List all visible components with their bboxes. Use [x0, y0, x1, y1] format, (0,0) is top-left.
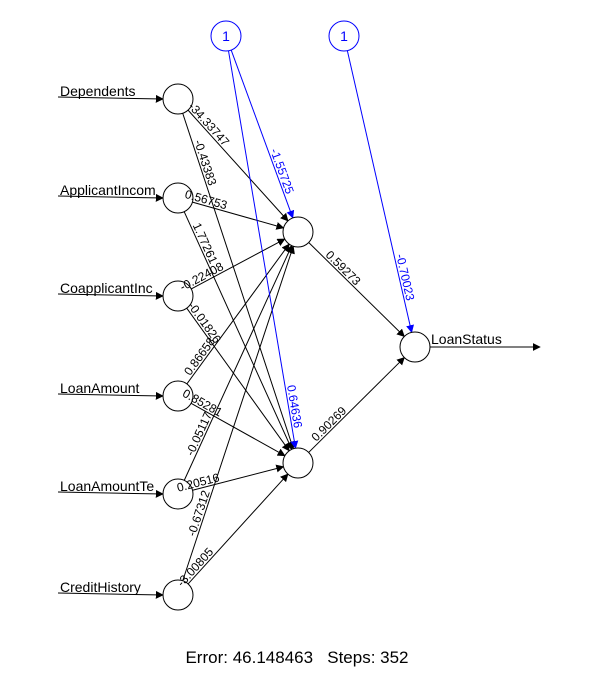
edge-input-hidden1: [183, 244, 293, 481]
input-label: CoapplicantInc: [60, 280, 153, 296]
input-arrow-1: [57, 193, 164, 202]
weight-label: -0.43383: [191, 138, 219, 188]
edge-hidden2-output: [308, 356, 405, 453]
input-label: ApplicantIncom: [60, 182, 156, 198]
edge-input-hidden1: [187, 109, 289, 222]
bias-weight-label: -1.55725: [267, 146, 297, 196]
output-label: LoanStatus: [431, 331, 502, 347]
bias-node-label: 1: [340, 28, 348, 44]
edge-input-hidden1: [192, 201, 285, 230]
output-node: [399, 331, 431, 363]
edge-input-hidden2: [187, 473, 289, 585]
weight-label: 1.77261: [190, 221, 221, 267]
weight-label: 0.59273: [323, 248, 364, 289]
input-arrow-3: [57, 391, 164, 400]
bias-weight-label: -0.70023: [393, 253, 417, 303]
edge-input-hidden1: [190, 238, 286, 290]
bias-node: [210, 20, 242, 52]
edge-hidden1-output: [308, 242, 405, 338]
edge-input-hidden2: [186, 307, 290, 452]
hidden-node: [282, 447, 314, 479]
edge-input-hidden2: [190, 402, 286, 457]
input-node: [162, 579, 194, 611]
input-label: LoanAmount: [60, 380, 140, 396]
bias-node-label: 1: [222, 28, 230, 44]
input-node: [162, 280, 194, 312]
input-arrow-2: [57, 291, 164, 300]
input-arrow-4: [57, 489, 164, 498]
edge-bias-output: [346, 50, 414, 334]
input-label: CreditHistory: [60, 579, 141, 595]
input-arrow-0: [57, 94, 164, 103]
training-summary: Error: 46.148463 Steps: 352: [0, 648, 594, 668]
edge-input-hidden2: [182, 113, 295, 450]
bias-node: [328, 20, 360, 52]
weight-label: -3.00805: [174, 545, 216, 590]
hidden-node: [282, 216, 314, 248]
edge-input-hidden1: [186, 243, 290, 385]
weight-label: 0.90269: [309, 403, 350, 444]
input-arrow-5: [57, 590, 164, 599]
edge-input-hidden1: [182, 245, 295, 581]
edge-bias-hidden2: [228, 50, 299, 449]
input-node: [162, 83, 194, 115]
input-node: [162, 478, 194, 510]
bias-weight-label: 0.64636: [284, 384, 305, 429]
steps-label: Steps: 352: [327, 648, 409, 667]
weight-label: -0.05117: [183, 410, 215, 458]
weight-label: 0.86658: [181, 334, 218, 378]
edge-bias-hidden1: [230, 49, 295, 219]
input-label: LoanAmountTe: [60, 478, 154, 494]
error-label: Error: 46.148463: [185, 648, 314, 667]
input-node: [162, 380, 194, 412]
input-label: Dependents: [60, 83, 136, 99]
input-node: [162, 182, 194, 214]
edge-input-hidden2: [192, 464, 285, 491]
weight-label: 0.56753: [183, 187, 229, 212]
edge-input-hidden2: [183, 211, 293, 451]
